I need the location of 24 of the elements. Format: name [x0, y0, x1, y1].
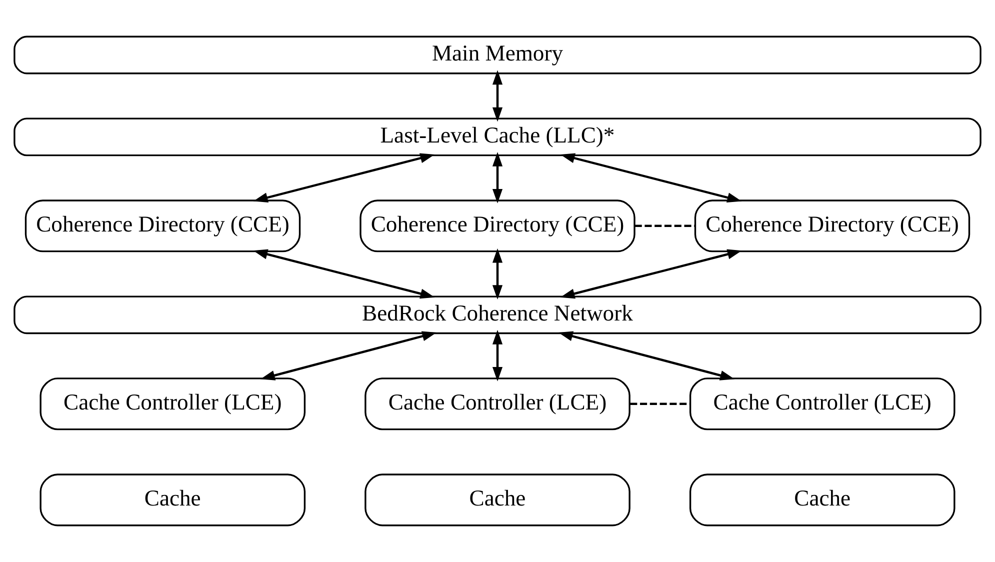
- connector: [630, 402, 690, 405]
- arrow: [492, 70, 503, 122]
- arrow: [492, 152, 503, 204]
- node-box: Cache: [40, 474, 306, 526]
- node-box: Cache Controller (LCE): [364, 378, 630, 430]
- node-box: Coherence Directory (CCE): [360, 200, 636, 252]
- node-box: Cache: [364, 474, 630, 526]
- node-box: Cache Controller (LCE): [40, 378, 306, 430]
- arrow: [560, 249, 742, 299]
- arrow: [253, 153, 435, 202]
- node-box: Coherence Directory (CCE): [694, 200, 970, 252]
- arrow: [492, 248, 503, 300]
- arrow: [558, 331, 735, 380]
- arrow: [253, 249, 435, 299]
- node-box: BedRock Coherence Network: [14, 296, 982, 334]
- arrow: [560, 153, 742, 202]
- connector: [634, 224, 695, 228]
- arrow: [260, 331, 437, 380]
- arrow: [492, 330, 503, 382]
- node-box: Cache: [689, 474, 956, 526]
- node-box: Main Memory: [14, 36, 982, 74]
- node-box: Cache Controller (LCE): [689, 378, 956, 430]
- node-box: Last-Level Cache (LLC)*: [14, 118, 982, 156]
- node-box: Coherence Directory (CCE): [24, 200, 301, 252]
